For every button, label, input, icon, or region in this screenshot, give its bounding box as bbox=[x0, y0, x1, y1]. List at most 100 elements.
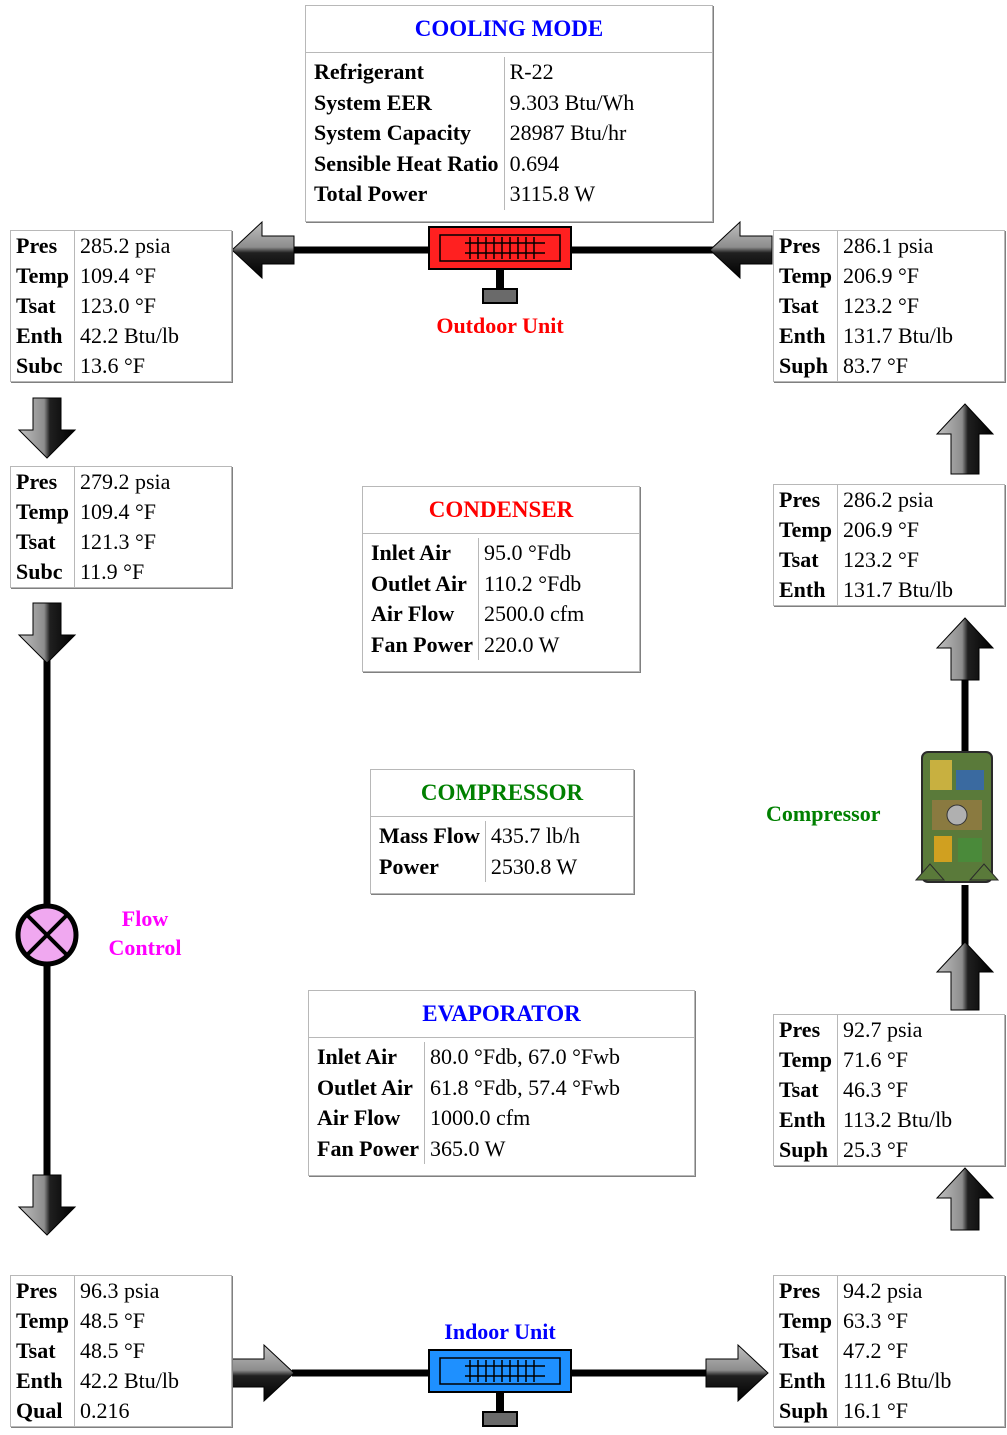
state-key: Enth bbox=[774, 1105, 838, 1135]
condenser-key: Inlet Air bbox=[366, 538, 480, 569]
state-key: Suph bbox=[774, 351, 838, 381]
state-key: Pres bbox=[774, 485, 838, 515]
state-value: 96.3 psia bbox=[79, 1278, 160, 1303]
state-value: 16.1 °F bbox=[842, 1398, 909, 1423]
condenser-key: Fan Power bbox=[366, 629, 480, 660]
state-key: Suph bbox=[774, 1135, 838, 1165]
flow-control-label-line2: Control bbox=[108, 935, 182, 960]
condenser-value: 95.0 °Fdb bbox=[484, 540, 572, 565]
compressor-key: Power bbox=[374, 851, 486, 882]
condenser-key: Outlet Air bbox=[366, 568, 480, 599]
state-key: Tsat bbox=[774, 545, 838, 575]
arrow-left-icon bbox=[709, 220, 773, 280]
summary-value: R-22 bbox=[509, 59, 554, 84]
arrow-right-icon bbox=[705, 1343, 769, 1403]
state-value: 121.3 °F bbox=[79, 529, 157, 554]
state-value: 206.9 °F bbox=[842, 517, 920, 542]
state-value: 0.216 bbox=[79, 1398, 130, 1423]
evaporator-key: Air Flow bbox=[312, 1103, 426, 1134]
state-key: Enth bbox=[11, 1366, 75, 1396]
state-value: 92.7 psia bbox=[842, 1017, 923, 1042]
state-key: Subc bbox=[11, 351, 75, 381]
state-value: 71.6 °F bbox=[842, 1047, 909, 1072]
cooling-mode-title: COOLING MODE bbox=[306, 6, 712, 53]
state-value: 206.9 °F bbox=[842, 263, 920, 288]
state-value: 109.4 °F bbox=[79, 499, 157, 524]
evaporator-title: EVAPORATOR bbox=[309, 991, 694, 1038]
state-key: Tsat bbox=[11, 527, 75, 557]
state-value: 279.2 psia bbox=[79, 469, 171, 494]
state-key: Tsat bbox=[774, 1075, 838, 1105]
state-key: Pres bbox=[774, 1276, 838, 1306]
state-value: 48.5 °F bbox=[79, 1308, 146, 1333]
summary-key: System EER bbox=[309, 87, 505, 118]
summary-value: 9.303 Btu/Wh bbox=[509, 89, 635, 115]
condenser-title: CONDENSER bbox=[363, 487, 639, 534]
summary-value: 3115.8 W bbox=[509, 181, 596, 206]
state-key: Enth bbox=[774, 1366, 838, 1396]
state-value: 46.3 °F bbox=[842, 1077, 909, 1102]
state-key: Enth bbox=[11, 321, 75, 351]
summary-key: Sensible Heat Ratio bbox=[309, 148, 505, 179]
summary-key: Total Power bbox=[309, 179, 505, 210]
state-key: Pres bbox=[11, 467, 75, 497]
compressor-value: 435.7 lb/h bbox=[490, 823, 581, 848]
condenser-value: 220.0 W bbox=[484, 631, 560, 657]
arrow-up-icon bbox=[935, 403, 995, 475]
state-key: Temp bbox=[11, 497, 75, 527]
arrow-up-icon bbox=[935, 617, 995, 681]
condenser-value: 2500.0 cfm bbox=[484, 601, 585, 626]
state-key: Temp bbox=[11, 261, 75, 291]
flow-control-label-line1: Flow bbox=[121, 906, 169, 931]
state-value: 25.3 °F bbox=[842, 1137, 909, 1162]
state-key: Temp bbox=[774, 261, 838, 291]
state-value: 131.7 Btu/lb bbox=[842, 577, 953, 602]
state-value: 83.7 °F bbox=[842, 353, 909, 378]
state-key: Tsat bbox=[774, 291, 838, 321]
compressor-key: Mass Flow bbox=[374, 821, 486, 852]
outdoor-unit-label: Outdoor Unit bbox=[436, 313, 564, 338]
state-value: 123.2 °F bbox=[842, 293, 920, 318]
state-key: Enth bbox=[774, 321, 838, 351]
state-key: Suph bbox=[774, 1396, 838, 1426]
arrow-down-icon bbox=[17, 1174, 77, 1236]
indoor-unit-label: Indoor Unit bbox=[444, 1319, 556, 1344]
state-key: Tsat bbox=[774, 1336, 838, 1366]
state-value: 131.7 Btu/lb bbox=[842, 323, 953, 348]
arrow-down-icon bbox=[17, 602, 77, 664]
state-value: 42.2 Btu/lb bbox=[79, 323, 179, 348]
arrow-up-icon bbox=[935, 1167, 995, 1231]
state-value: 42.2 Btu/lb bbox=[79, 1368, 179, 1393]
compressor-icon bbox=[914, 751, 1000, 883]
